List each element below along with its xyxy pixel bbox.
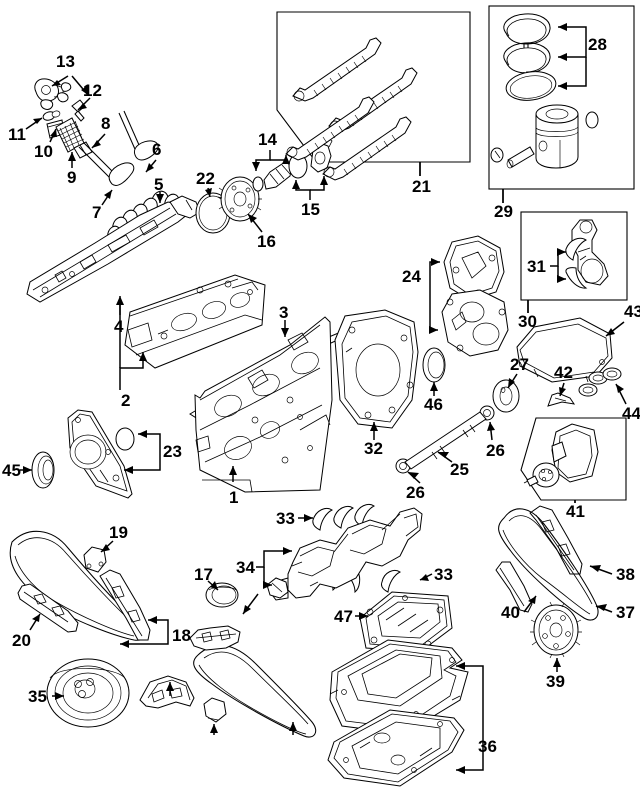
part-29-piston (490, 104, 599, 169)
part-18-timing-chain-right (193, 644, 317, 738)
part-27-balance-shaft-sprocket (492, 379, 520, 413)
callout-28: 28 (588, 35, 607, 54)
callout-27: 27 (510, 355, 529, 374)
callout-15: 15 (301, 200, 320, 219)
part-45-front-crank-seal (31, 451, 55, 489)
part-36-oil-pan-upper (329, 639, 469, 735)
callout-40: 40 (501, 603, 520, 622)
callout-4: 4 (114, 317, 124, 336)
part-43-oil-separator-cover (516, 317, 613, 383)
callout-33-right: 33 (434, 565, 453, 584)
callout-43: 43 (624, 302, 640, 321)
callout-26-upper: 26 (486, 441, 505, 460)
part-37-oil-pump-chain (498, 508, 599, 621)
camshaft-1 (292, 37, 382, 102)
callout-3: 3 (279, 303, 289, 322)
callout-5: 5 (154, 175, 164, 194)
callout-44: 44 (622, 404, 640, 423)
callout-39: 39 (546, 672, 565, 691)
part-40-chain-rail (495, 561, 533, 613)
part-34-oil-pump-drive (266, 577, 289, 599)
callout-22: 22 (196, 169, 215, 188)
callout-12: 12 (83, 81, 102, 100)
callout-42: 42 (554, 363, 573, 382)
part-47-windage-tray (359, 591, 453, 653)
leader-lines (20, 23, 627, 774)
callout-41: 41 (566, 502, 585, 521)
part-23-front-cover (67, 409, 135, 499)
part-14-camshaft-adjuster (252, 161, 293, 192)
callout-47: 47 (334, 607, 353, 626)
part-1-cylinder-block (194, 316, 333, 493)
part-39-oil-pump-sprocket (530, 601, 582, 659)
callout-2: 2 (121, 391, 131, 410)
part-13-rocker-arm (34, 78, 72, 110)
part-21-camshafts (285, 37, 418, 181)
part-24-timing-cover-lower (441, 289, 509, 357)
callout-33-left: 33 (276, 509, 295, 528)
callout-1: 1 (229, 488, 239, 507)
part-6-intake-valve (118, 110, 159, 161)
part-31-rod-bearing-lower (565, 267, 588, 289)
part-42-oil-jet (547, 392, 576, 407)
part-41-oil-pump (523, 423, 599, 488)
callout-17: 17 (194, 565, 213, 584)
part-20-chain-guide-left (17, 583, 79, 633)
part-11-valve-keeper (42, 110, 61, 121)
callout-31: 31 (527, 257, 546, 276)
callout-18: 18 (172, 626, 191, 645)
part-16-cam-sprocket (217, 176, 262, 222)
crankshaft (269, 507, 423, 601)
part-46-seal-ring (422, 347, 446, 383)
part-17-crank-seal-ring (205, 582, 239, 608)
callout-9: 9 (67, 168, 77, 187)
group-box-29 (488, 5, 635, 203)
part-2-cylinder-head (124, 274, 266, 369)
callout-7: 7 (92, 203, 102, 222)
part-19-tensioner-left (83, 546, 107, 573)
callout-35: 35 (28, 687, 47, 706)
part-4-camshaft-bearing-rail (26, 195, 201, 303)
part-44-sealing-washers (578, 367, 622, 397)
camshaft-4 (322, 116, 412, 181)
part-30-connecting-rod (571, 219, 609, 286)
part-28-piston-rings (503, 13, 557, 101)
callout-20: 20 (12, 631, 31, 650)
callout-34: 34 (236, 558, 255, 577)
callout-30: 30 (518, 312, 537, 331)
part-32-rear-seal-housing (334, 309, 419, 429)
callout-23: 23 (163, 442, 182, 461)
callout-26-lower: 26 (406, 483, 425, 502)
part-18-chain-rail (99, 569, 151, 641)
callout-36: 36 (478, 737, 497, 756)
callout-13: 13 (56, 52, 75, 71)
part-7-exhaust-valve (78, 142, 135, 186)
part-36-oil-pan-lower (327, 709, 465, 787)
part-31-rod-bearing-upper (565, 237, 587, 261)
callout-24: 24 (402, 267, 421, 286)
callout-11: 11 (8, 125, 26, 144)
callout-25: 25 (450, 460, 469, 479)
callout-16: 16 (257, 232, 276, 251)
callout-6: 6 (152, 140, 162, 159)
part-35-crank-pulley (46, 658, 130, 728)
callout-21: 21 (412, 177, 431, 196)
callout-19: 19 (109, 523, 128, 542)
callout-45: 45 (2, 461, 21, 480)
callout-8: 8 (101, 114, 111, 133)
part-25-balance-shaft (404, 411, 487, 470)
part-20-chain-guide-bottom (139, 675, 195, 709)
callout-29: 29 (494, 202, 513, 221)
callout-37: 37 (616, 603, 635, 622)
part-19-tensioner-bottom (203, 697, 227, 723)
camshaft-3 (285, 96, 375, 161)
callout-10: 10 (34, 142, 53, 161)
callout-38: 38 (616, 565, 635, 584)
part-24-timing-cover-upper (443, 235, 505, 301)
part-20-chain-guide-right (189, 625, 241, 651)
callout-46: 46 (424, 395, 443, 414)
callout-32: 32 (364, 439, 383, 458)
callout-14: 14 (258, 130, 277, 149)
